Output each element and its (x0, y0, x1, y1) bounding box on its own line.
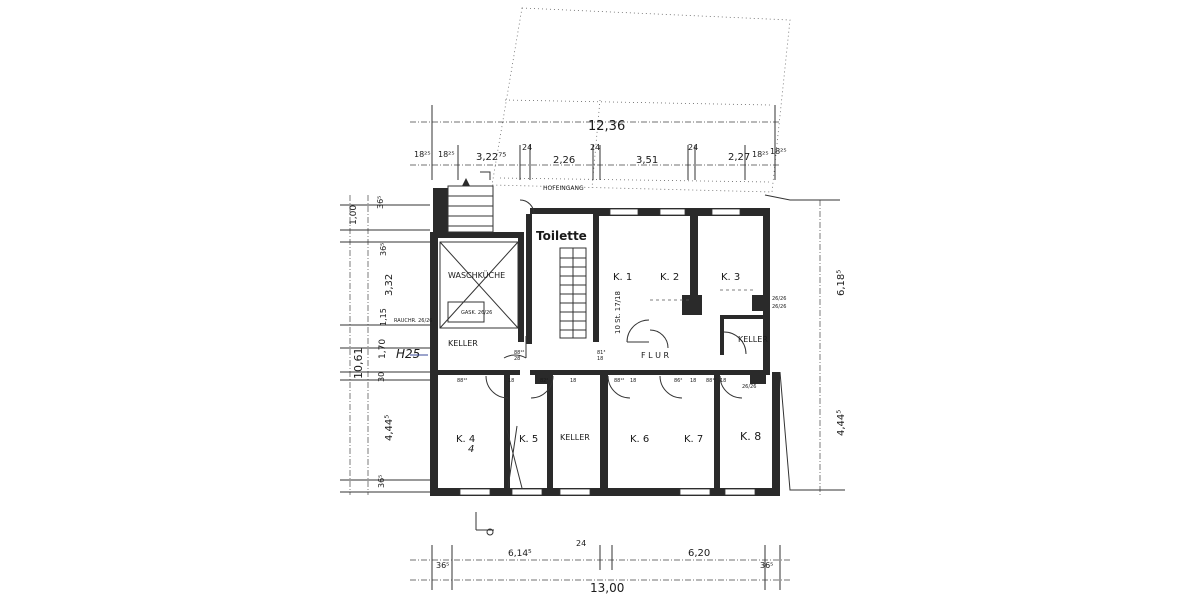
pencil-annotation: H25 (396, 347, 420, 361)
left-dim-1: 36⁵ (376, 196, 385, 209)
top-dim-9: 2,27 (728, 152, 750, 163)
top-dim-10: 18²⁵ (752, 150, 769, 159)
door-note-12: 18 (690, 378, 696, 384)
top-dim-4: 24 (522, 143, 532, 152)
top-dim-1: 18²⁵ (414, 150, 431, 159)
right-dim-2: 4,44⁵ (836, 410, 847, 436)
k4-label: K. 4 (456, 434, 475, 445)
walls (430, 188, 780, 496)
door-note-17: 26/26 (742, 384, 756, 390)
top-dim-7: 3,51 (636, 155, 658, 166)
k5-label: K. 5 (519, 434, 538, 445)
door-note-16: 26/26 (772, 304, 786, 310)
windows (459, 208, 756, 496)
door-note-8: 18 (570, 378, 576, 384)
door-note-3: 81³ (597, 350, 605, 356)
courtyard-outline (491, 7, 791, 193)
k7-label: K. 7 (684, 434, 703, 445)
door-note-1: 88¹² (514, 350, 524, 356)
left-dim-8: 4,44⁵ (384, 415, 395, 441)
toilette-label: Toilette (536, 229, 587, 243)
bottom-dim-4: 6,20 (688, 548, 710, 559)
k1-label: K. 1 (613, 272, 632, 283)
right-dimension-chain: 6,18⁵ 4,44⁵ (764, 194, 847, 495)
top-dim-3: 3,22⁷⁵ (476, 152, 506, 163)
top-dim-2: 18²⁵ (438, 150, 455, 159)
hofeingang-label: HOFEINGANG (543, 185, 584, 192)
keller-bottom-label: KELLER (560, 433, 590, 442)
rauchrohr-label: RAUCHR. 26/26 (394, 318, 433, 324)
bottom-dimension-chain: 36⁵ 6,14⁵ 24 6,20 36⁵ 13,00 (410, 512, 790, 595)
top-dim-5: 2,26 (553, 155, 575, 166)
left-dim-9: 36⁵ (377, 475, 386, 488)
door-note-9: 88¹² (614, 378, 624, 384)
left-dim-2: 1,00 (349, 205, 359, 225)
flur-label: F L U R (641, 351, 670, 360)
left-dim-5: 1,15 (379, 308, 388, 326)
door-note-7: 82² (540, 378, 548, 384)
room-labels: HOFEINGANG Toilette WASCHKÜCHE GASK. 26/… (394, 185, 768, 455)
bottom-dim-5: 36⁵ (760, 561, 773, 570)
bottom-dim-2: 6,14⁵ (508, 549, 532, 559)
keller-left-label: KELLER (448, 339, 478, 348)
door-note-13: 88¹² (706, 378, 716, 384)
door-note-15: 26/26 (772, 296, 786, 302)
door-note-11: 86² (674, 378, 682, 384)
staircase: 10 St. 17/18 (447, 171, 622, 339)
door-annotations: 88¹² 28 81³ 18 88¹² 18 82² 18 88¹² 18 86… (457, 296, 786, 390)
neighbor-building-outline (764, 194, 840, 201)
k3-label: K. 3 (721, 272, 740, 283)
laundry-room (439, 241, 519, 329)
top-dim-8: 24 (688, 143, 698, 152)
k4-handwritten-label: 4 (468, 444, 474, 455)
doors (485, 199, 755, 489)
top-dimension-chain: 12,36 18²⁵ 18²⁵ 3,22⁷⁵ 24 2,26 24 3,51 2… (410, 105, 787, 180)
bottom-dim-3: 24 (576, 539, 586, 548)
door-note-14: 18 (720, 378, 726, 384)
keller-right-label: KELLER (738, 335, 768, 344)
door-note-4: 18 (597, 356, 603, 362)
left-dimension-chain: 36⁵ 1,00 36⁵ 3,32 1,15 1,70 30 4,44⁵ 36⁵… (340, 195, 430, 495)
top-dim-6: 24 (590, 143, 600, 152)
top-dim-11: 18²⁵ (770, 147, 787, 156)
left-dim-7: 30 (377, 372, 386, 382)
left-dim-6: 1,70 (378, 339, 388, 359)
waschkueche-label: WASCHKÜCHE (448, 270, 505, 280)
k8-label: K. 8 (740, 430, 761, 443)
left-dim-4: 3,32 (384, 274, 395, 296)
left-dim-3: 36⁵ (379, 243, 388, 256)
door-note-2: 28 (514, 356, 520, 362)
k6-label: K. 6 (630, 434, 649, 445)
k2-label: K. 2 (660, 272, 679, 283)
bottom-total-dimension: 13,00 (590, 581, 624, 595)
left-total-dimension: 10,61 (352, 348, 365, 380)
bottom-dim-1: 36⁵ (436, 561, 449, 570)
stair-note: 10 St. 17/18 (614, 291, 622, 334)
door-note-6: 18 (508, 378, 514, 384)
door-note-10: 18 (630, 378, 636, 384)
stair-arrow-icon (462, 178, 470, 186)
right-dim-1: 6,18⁵ (836, 270, 847, 296)
top-total-dimension: 12,36 (588, 119, 625, 134)
door-note-5: 88¹² (457, 378, 467, 384)
gaskessel-label: GASK. 26/26 (461, 310, 492, 316)
